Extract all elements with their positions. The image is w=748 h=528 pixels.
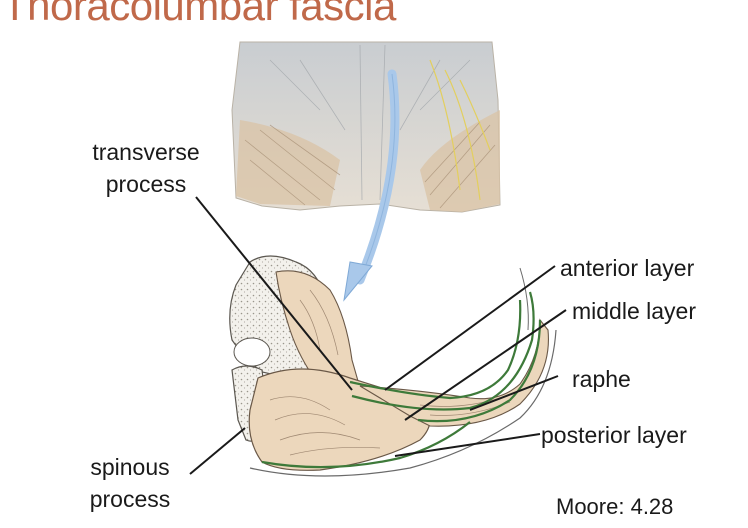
back-view-image <box>231 41 501 213</box>
label-spinous-process: spinous process <box>60 453 200 513</box>
cross-section-illustration <box>229 255 557 477</box>
label-spinous-process-line2: process <box>89 486 171 512</box>
label-posterior-layer: posterior layer <box>541 422 687 448</box>
leader-lines <box>189 196 567 475</box>
label-spinous-process-line1: spinous <box>90 454 170 480</box>
anterior-layer-line <box>349 299 522 400</box>
source-caption: Moore: 4.28 <box>556 494 674 519</box>
leader-anterior-layer <box>384 265 556 391</box>
label-raphe: raphe <box>572 366 631 392</box>
leader-transverse-process <box>195 196 353 391</box>
label-anterior-layer: anterior layer <box>560 255 695 281</box>
label-transverse-process-line2: process <box>105 171 187 197</box>
leader-raphe <box>469 375 559 411</box>
label-transverse-process-line1: transverse <box>92 139 200 165</box>
label-middle-layer: middle layer <box>572 298 696 324</box>
leader-middle-layer <box>404 309 567 421</box>
label-transverse-process: transverse process <box>66 138 226 198</box>
leader-spinous-process <box>189 427 246 475</box>
slide-title: Thoracolumbar fascia <box>2 0 396 29</box>
direction-arrow <box>343 69 400 302</box>
leader-posterior-layer <box>394 433 541 457</box>
